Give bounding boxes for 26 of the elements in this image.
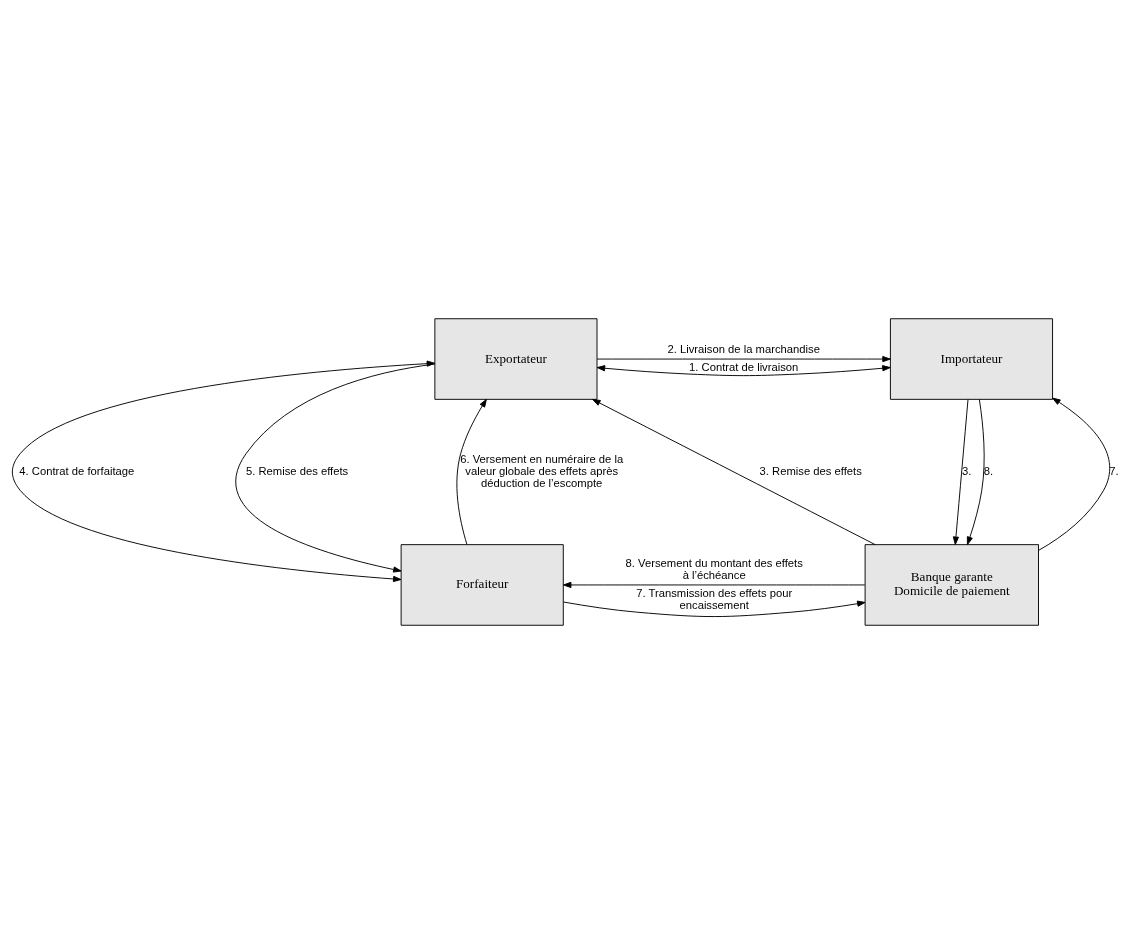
arrow — [592, 398, 876, 546]
edge-label: 3. Remise des effets — [759, 464, 862, 477]
arrow — [563, 581, 866, 589]
arrow — [563, 600, 866, 618]
node-box: Banque garante Domicile de paiement — [864, 544, 1039, 626]
arrow — [596, 355, 891, 363]
edge-label: 7. — [1109, 464, 1119, 477]
edge-label: 1. Contrat de livraison — [689, 360, 799, 373]
arrow — [1038, 397, 1111, 551]
node-box: Exportateur — [434, 318, 598, 400]
node-box: Importateur — [889, 318, 1054, 400]
arrow — [596, 365, 891, 377]
edge-label: 6. Versement en numéraire de la valeur globale des effets après déduction de l’escompte — [460, 452, 624, 490]
edge-label: 8. Versement du montant des effets à l’échéance — [625, 556, 803, 581]
edge-label: 5. Remise des effets — [245, 464, 349, 477]
node-box: Forfaiteur — [400, 544, 564, 626]
arrow — [456, 398, 487, 545]
edge-label: 7. Transmission des effets pour encaissement — [636, 586, 793, 611]
edge-label: 8. — [983, 464, 994, 477]
arrow — [11, 360, 436, 583]
arrow — [966, 399, 985, 545]
arrow — [952, 399, 969, 545]
edge-label: 2. Livraison de la marchandise — [667, 343, 820, 356]
arrow — [235, 363, 436, 573]
edge-label: 4. Contrat de forfaitage — [19, 464, 135, 477]
edge-label: 3. — [962, 464, 972, 477]
